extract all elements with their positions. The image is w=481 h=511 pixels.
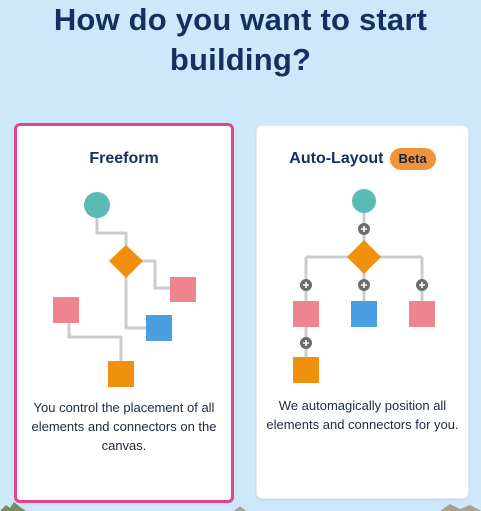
- freeform-flow-illustration: [53, 192, 196, 387]
- pink-element-node-left: [293, 301, 319, 327]
- start-node: [352, 189, 376, 213]
- auto-layout-description: We automagically position all elements a…: [266, 398, 459, 432]
- start-node: [84, 192, 110, 218]
- pink-element-node: [170, 277, 196, 302]
- auto-layout-title: Auto-Layout: [289, 150, 384, 167]
- add-element-plus-icon[interactable]: [300, 337, 312, 349]
- connector-decision-to-blue: [124, 275, 148, 330]
- freeform-description: You control the placement of all element…: [31, 400, 217, 453]
- decision-node: [347, 240, 381, 274]
- connector-decision-to-pink: [141, 259, 172, 290]
- decision-node: [109, 245, 143, 278]
- add-element-plus-icon[interactable]: [358, 223, 370, 235]
- blue-element-node: [351, 301, 377, 327]
- freeform-title: Freeform: [89, 150, 159, 167]
- add-element-plus-icon[interactable]: [300, 279, 312, 291]
- pink-element-node-left: [53, 297, 79, 323]
- blue-element-node: [146, 315, 172, 341]
- orange-element-node: [293, 357, 319, 383]
- add-element-plus-icon[interactable]: [358, 279, 370, 291]
- pink-element-node-right: [409, 301, 435, 327]
- auto-layout-flow-illustration: [293, 189, 435, 383]
- page-title: How do you want to start building?: [53, 2, 428, 77]
- auto-layout-title-row: Auto-Layout Beta: [257, 148, 468, 170]
- decorative-landscape-strip: [0, 502, 481, 511]
- orange-element-node: [108, 361, 134, 387]
- auto-layout-option-card[interactable]: Auto-Layout Beta: [256, 125, 469, 499]
- freeform-title-row: Freeform: [17, 150, 231, 168]
- beta-badge: Beta: [389, 148, 436, 170]
- connector-start-to-decision: [95, 205, 128, 247]
- freeform-option-card[interactable]: Freeform You control the placement of al…: [14, 123, 234, 503]
- connector-pink-to-orange: [67, 320, 123, 369]
- add-element-plus-icon[interactable]: [416, 279, 428, 291]
- page-header: How do you want to start building?: [0, 0, 481, 80]
